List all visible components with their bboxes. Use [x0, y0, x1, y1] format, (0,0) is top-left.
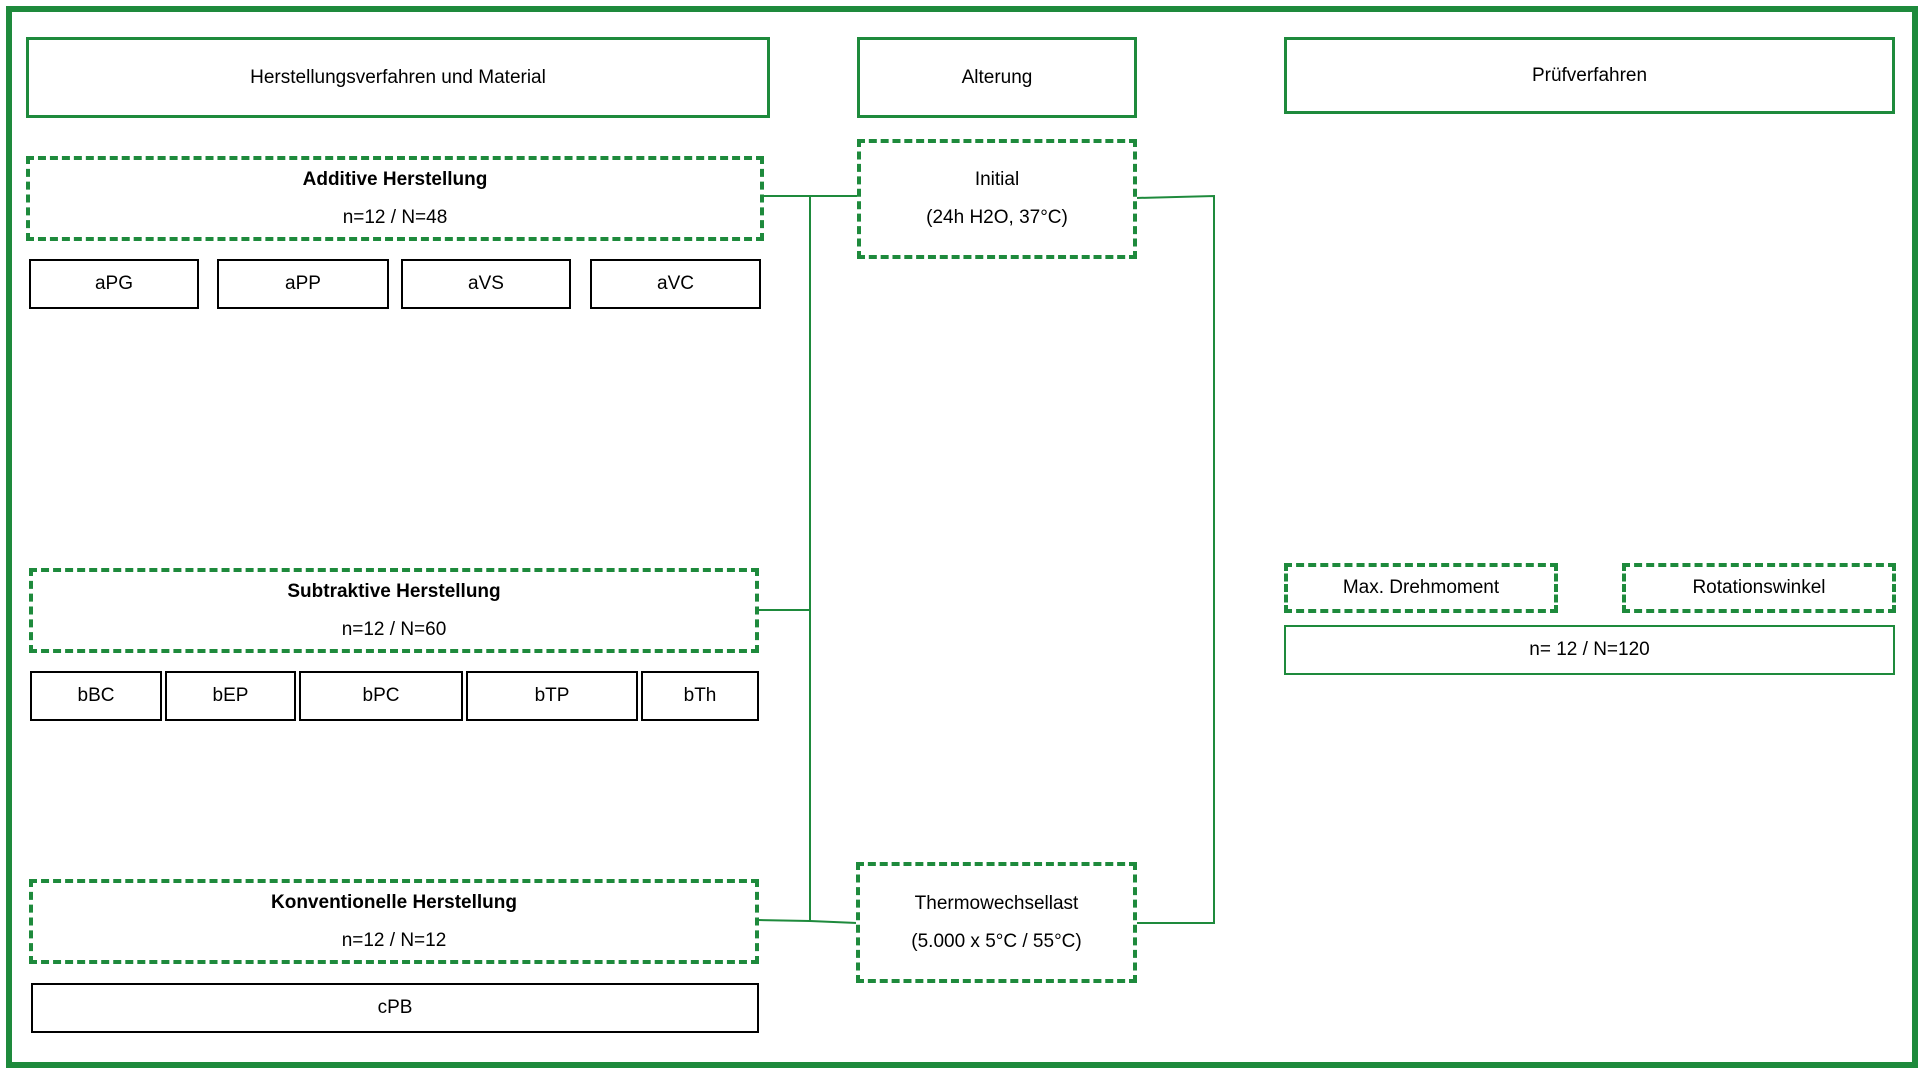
test-sample-count-label: n= 12 / N=120	[1529, 639, 1650, 661]
material-label: bTP	[534, 685, 570, 707]
material-label: aPG	[94, 273, 134, 295]
aging-thermo-title: Thermowechsellast	[914, 892, 1079, 914]
group-additive-title: Additive Herstellung	[302, 168, 488, 190]
aging-thermo-condition: (5.000 x 5°C / 55°C)	[911, 930, 1082, 952]
outer-frame	[6, 6, 1918, 1068]
test-rotation-angle-label: Rotationswinkel	[1692, 577, 1826, 599]
material-bEP: bEP	[165, 671, 296, 721]
aging-initial-title: Initial	[974, 169, 1020, 191]
group-subtractive-title: Subtraktive Herstellung	[287, 580, 501, 602]
material-aVC: aVC	[590, 259, 761, 309]
connector-aging-bracket	[1135, 194, 1215, 924]
material-label: aPP	[285, 273, 321, 295]
header-aging: Alterung	[857, 37, 1137, 118]
test-rotation-angle: Rotationswinkel	[1622, 563, 1896, 613]
header-testing-label: Prüfverfahren	[1531, 64, 1648, 86]
test-max-torque: Max. Drehmoment	[1284, 563, 1558, 613]
header-manufacturing-label: Herstellungsverfahren und Material	[250, 66, 546, 88]
material-label: bPC	[362, 685, 400, 707]
material-bBC: bBC	[30, 671, 162, 721]
material-label: bTh	[683, 685, 717, 707]
aging-thermo: Thermowechsellast (5.000 x 5°C / 55°C)	[856, 862, 1137, 983]
material-cPB: cPB	[31, 983, 759, 1033]
header-manufacturing: Herstellungsverfahren und Material	[26, 37, 770, 118]
group-conventional-title: Konventionelle Herstellung	[271, 891, 517, 913]
header-testing: Prüfverfahren	[1284, 37, 1895, 114]
material-aVS: aVS	[401, 259, 571, 309]
material-label: aVC	[657, 273, 694, 295]
material-label: bEP	[212, 685, 249, 707]
group-subtractive-count: n=12 / N=60	[341, 618, 447, 640]
material-label: aVS	[468, 273, 504, 295]
aging-initial-condition: (24h H2O, 37°C)	[926, 207, 1068, 228]
material-label: bBC	[77, 685, 115, 707]
header-aging-label: Alterung	[961, 66, 1033, 88]
test-sample-count: n= 12 / N=120	[1284, 625, 1895, 675]
group-additive-count: n=12 / N=48	[342, 206, 448, 228]
material-aPG: aPG	[29, 259, 199, 309]
group-conventional: Konventionelle Herstellung n=12 / N=12	[29, 879, 759, 964]
material-aPP: aPP	[217, 259, 389, 309]
group-subtractive: Subtraktive Herstellung n=12 / N=60	[29, 568, 759, 653]
material-bTh: bTh	[641, 671, 759, 721]
material-label: cPB	[377, 997, 413, 1019]
material-bTP: bTP	[466, 671, 638, 721]
group-additive: Additive Herstellung n=12 / N=48	[26, 156, 764, 241]
connector-conventional-thermo	[757, 919, 858, 924]
aging-initial: Initial (24h H2O, 37°C)	[857, 139, 1137, 259]
test-max-torque-label: Max. Drehmoment	[1342, 577, 1500, 599]
material-bPC: bPC	[299, 671, 463, 721]
group-conventional-count: n=12 / N=12	[341, 929, 447, 951]
